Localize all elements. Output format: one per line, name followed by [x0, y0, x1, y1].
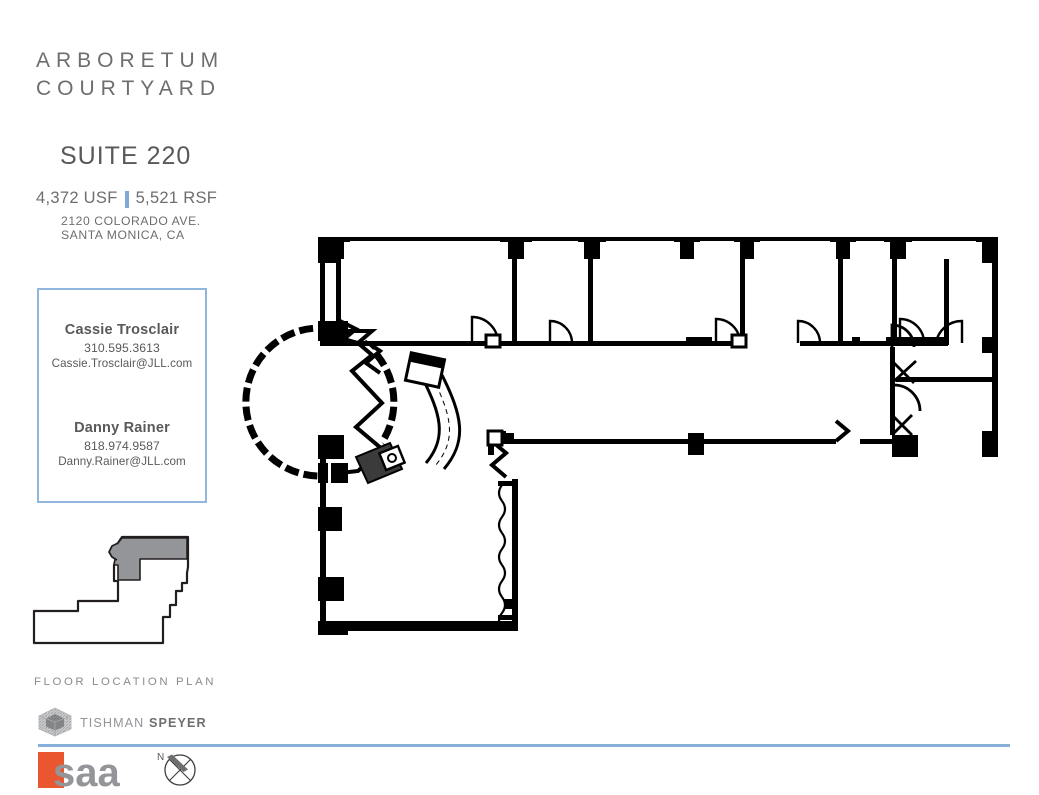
center-south-partition	[512, 479, 518, 603]
suite-area-line: 4,372 USF 5,521 RSF	[36, 189, 217, 208]
section-divider	[38, 744, 1010, 747]
compass-circle	[164, 754, 196, 786]
contact-card: Danny Rainer 818.974.9587 Danny.Rainer@J…	[39, 420, 205, 468]
saa-logo: saa	[38, 751, 120, 792]
address-line2: SANTA MONICA, CA	[61, 228, 185, 242]
address-line1: 2120 COLORADO AVE.	[61, 214, 201, 228]
tishman-speyer-wordmark: TISHMAN SPEYER	[80, 716, 207, 730]
suite-address: 2120 COLORADO AVE. SANTA MONICA, CA	[61, 214, 201, 242]
corridor-wall-south	[488, 433, 894, 455]
floor-location-keymap	[32, 535, 190, 645]
exterior-wall-east	[982, 237, 998, 457]
scalloped-partition-cap	[498, 481, 516, 620]
contact-phone[interactable]: 818.974.9587	[84, 439, 160, 453]
suite-title: SUITE 220	[60, 142, 192, 170]
corridor-jog-northwest	[339, 319, 384, 375]
contact-card: Cassie Trosclair 310.595.3613 Cassie.Tro…	[39, 322, 205, 370]
contact-email[interactable]: Danny.Rainer@JLL.com	[58, 455, 186, 468]
area-separator-bar	[124, 191, 129, 208]
contact-name: Cassie Trosclair	[64, 322, 180, 338]
contact-phone[interactable]: 310.595.3613	[84, 341, 160, 355]
compass-north-label: N	[157, 752, 164, 763]
curved-stair	[354, 350, 462, 485]
building-name: ARBORETUM COURTYARD	[36, 47, 224, 103]
saa-wordmark: saa	[53, 751, 120, 792]
door-opening-box	[486, 429, 504, 447]
contact-box: Cassie Trosclair 310.595.3613 Cassie.Tro…	[37, 288, 207, 503]
compass-cross-2	[169, 759, 191, 781]
building-name-line1: ARBORETUM	[36, 49, 225, 72]
east-suite-doors	[890, 323, 922, 436]
scalloped-partition	[497, 484, 507, 628]
floor-location-label: FLOOR LOCATION PLAN	[34, 676, 217, 688]
office-partitions-north	[336, 259, 897, 345]
compass-needle	[167, 754, 188, 772]
saa-orange-square	[38, 752, 64, 788]
contact-email[interactable]: Cassie.Trosclair@JLL.com	[51, 357, 193, 370]
contact-name: Danny Rainer	[74, 420, 170, 436]
tishman-word: TISHMAN	[80, 716, 145, 730]
floor-outline-notch	[108, 542, 119, 561]
exterior-wall-south	[318, 599, 518, 631]
building-name-line2: COURTYARD	[36, 77, 222, 100]
compass-rose-icon: N	[157, 752, 196, 786]
corridor-south-jogs	[488, 419, 852, 479]
corridor-door-frames	[484, 333, 748, 349]
hexagon-lattice-icon	[38, 707, 72, 737]
suite-220-floor-plan	[242, 237, 998, 635]
exterior-wall-north	[318, 237, 998, 259]
suite-usf: 4,372 USF	[36, 189, 118, 207]
east-suite-partitions	[886, 259, 992, 457]
speyer-word: SPEYER	[148, 716, 207, 730]
corridor-wall-north	[320, 337, 946, 346]
suite-rsf: 5,521 RSF	[135, 189, 218, 207]
